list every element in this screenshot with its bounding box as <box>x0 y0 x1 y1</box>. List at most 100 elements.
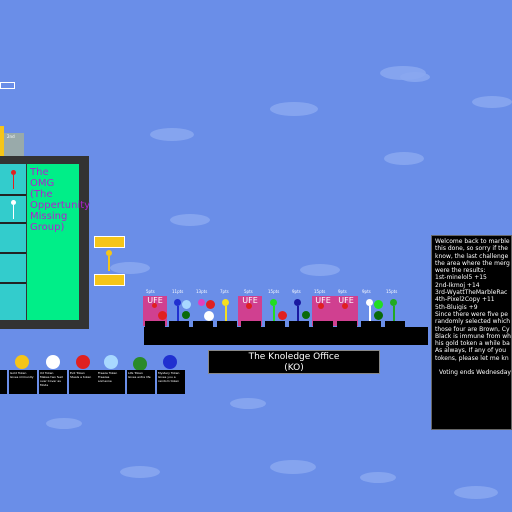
cyan-room <box>0 164 26 320</box>
ufe-label: UFE <box>315 296 331 305</box>
legend-label: Freeze Token <box>98 371 118 375</box>
message-line: know, the last challenge <box>435 252 509 260</box>
xd-token-icon <box>46 355 60 369</box>
message-line: Since there were five pe <box>435 310 508 318</box>
floor-line <box>0 222 26 224</box>
life-token-icon <box>302 311 310 319</box>
score-label: 9pts <box>362 289 371 294</box>
life-token-icon <box>374 300 383 309</box>
marble-red <box>152 303 157 308</box>
marble-white <box>11 200 16 205</box>
cloud <box>46 418 82 429</box>
ko-subtitle: (KO) <box>284 363 304 373</box>
legend-card: Life Token Gives extra life <box>127 370 155 394</box>
podium <box>337 321 357 328</box>
podium <box>385 321 405 328</box>
evil-token-icon <box>206 300 215 309</box>
gold-sign-top <box>94 236 125 248</box>
cloud <box>472 96 512 108</box>
cloud <box>384 152 424 165</box>
green-room: The OMG (The Oppertunity Missing Group) <box>27 164 91 320</box>
podium <box>217 321 237 328</box>
marble-white-body <box>369 306 371 322</box>
life-token-icon <box>374 311 383 320</box>
message-line: 3rd-WyattTheMarbleRac <box>435 289 508 297</box>
marble-green-body <box>273 306 275 322</box>
mystery-token-icon <box>163 355 177 369</box>
score-label: 15pts <box>386 289 398 294</box>
xd-token-icon <box>204 311 214 321</box>
omg-title: The OMG (The Oppertunity Missing Group) <box>30 167 91 233</box>
podium <box>169 321 189 328</box>
ko-title: The Knoledge Office <box>248 352 340 362</box>
podium <box>265 321 285 328</box>
cloud <box>454 486 498 499</box>
legend-label: Life Token <box>128 371 143 375</box>
podium <box>241 321 261 328</box>
legend-card: Mystery Token Gives you a random token <box>157 370 185 394</box>
marble-navy <box>294 299 301 306</box>
floor-line <box>0 282 26 284</box>
gold-token-icon <box>15 355 29 369</box>
life-token-icon <box>133 357 147 371</box>
message-line: those four are Brown, Cy <box>435 325 510 333</box>
message-line: 4th-Pixel2Copy +11 <box>435 296 495 304</box>
cloud <box>300 264 340 276</box>
score-label: 7pts <box>220 289 229 294</box>
score-label: 9pts <box>338 289 347 294</box>
freeze-token-icon <box>104 355 118 369</box>
legend-label: Gold Token <box>10 371 27 375</box>
score-label: 13pts <box>196 289 208 294</box>
legend-card-partial <box>0 370 7 394</box>
gold-sign-bottom <box>94 274 125 286</box>
message-line: the area where the merg <box>435 259 510 267</box>
message-line: 1st-minelol5 +15 <box>435 274 487 282</box>
podium <box>145 321 165 328</box>
legend-desc: Steals a token <box>70 375 92 379</box>
marble-red <box>11 170 16 175</box>
cloud <box>110 262 150 274</box>
legend-label: Evil Token <box>70 371 85 375</box>
marble-navy-body <box>297 306 299 322</box>
message-line: As always, If any of you <box>435 347 506 355</box>
marble-green-body <box>393 306 395 322</box>
marble-pink <box>198 299 205 306</box>
marble-red <box>318 303 324 309</box>
legend-desc: Freezes someone <box>98 375 112 383</box>
marble-white-body <box>13 205 14 219</box>
marble-blue <box>174 299 181 306</box>
cloud <box>270 460 316 474</box>
score-label: 11pts <box>172 289 184 294</box>
legend-desc: Gives extra life <box>128 375 151 379</box>
marble-red <box>246 303 252 309</box>
legend-card: Gold Token Gives immunity <box>9 370 37 394</box>
podium <box>361 321 381 328</box>
marble-yellow-body <box>225 306 227 322</box>
gold-marble-head <box>106 250 112 256</box>
score-label: 5pts <box>146 289 155 294</box>
marble-white <box>366 299 373 306</box>
message-line: randomly selected which <box>435 318 511 326</box>
legend-desc: Gives immunity <box>10 375 34 379</box>
legend-desc: Gives you a random token <box>158 375 179 383</box>
message-line: Voting ends Wednesday <box>439 369 511 377</box>
message-line <box>435 362 511 369</box>
ufe-label: UFE <box>242 296 258 305</box>
score-label: 15pts <box>268 289 280 294</box>
top-label: 2nd <box>7 134 15 139</box>
marble-red <box>342 303 348 309</box>
evil-token-icon <box>158 311 167 320</box>
marble-green <box>390 299 397 306</box>
marble-green <box>270 299 277 306</box>
stage <box>144 327 428 345</box>
message-line: this done, so sorry if the <box>435 245 508 253</box>
message-line: 5th-Bluigis +9 <box>435 303 478 311</box>
life-token-icon <box>182 311 190 319</box>
evil-token-icon <box>76 355 90 369</box>
cloud <box>230 398 266 409</box>
message-line: Black is immune from wh <box>435 332 511 340</box>
legend-desc: Makes two feet over Cover as Mode <box>40 375 63 387</box>
cloud <box>170 214 210 226</box>
message-line: were the results: <box>435 267 486 275</box>
cloud <box>360 472 396 483</box>
